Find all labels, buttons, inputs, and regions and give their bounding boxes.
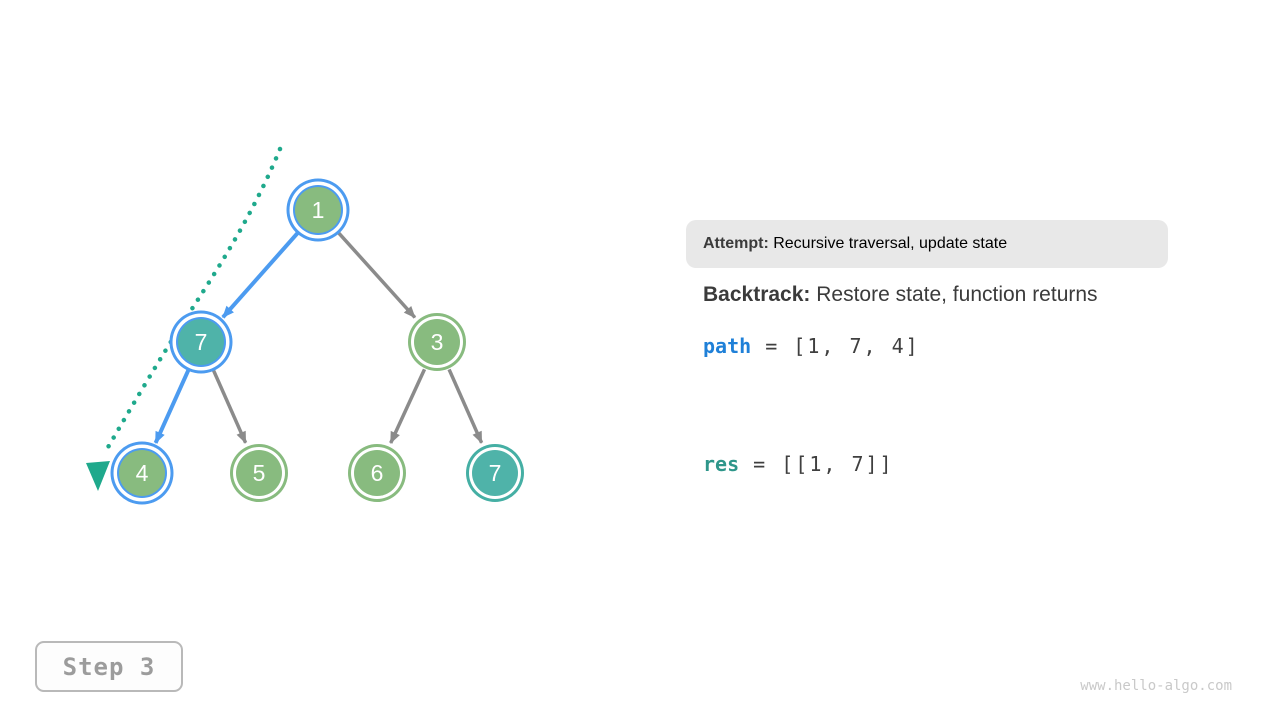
res-variable-value: = [[1, 7]] (739, 452, 894, 476)
backtrack-trace-arrowhead-icon (86, 461, 110, 491)
path-variable-name: path (703, 334, 752, 358)
tree-node-n7L: 7 (178, 319, 224, 365)
step-badge-label: Step 3 (62, 652, 156, 681)
tree-edge-n1-n7L (221, 231, 300, 319)
tree-edge-n3-n7R (447, 368, 484, 444)
path-variable-value: = [1, 7, 4] (751, 334, 920, 358)
watermark: www.hello-algo.com (1080, 678, 1232, 694)
tree-node-n5: 5 (236, 450, 282, 496)
tree-node-n4: 4 (119, 450, 165, 496)
backtrack-trace-dotted-curve (104, 146, 283, 452)
tree-node-n1: 1 (295, 187, 341, 233)
path-variable-line: path = [1, 7, 4] (703, 334, 920, 358)
res-variable-line: res = [[1, 7]] (703, 452, 894, 476)
tree-node-n7R: 7 (472, 450, 518, 496)
tree-edge-n3-n6 (389, 368, 427, 444)
backtrack-line: Backtrack: Restore state, function retur… (703, 283, 1098, 307)
attempt-line: Attempt: Recursive traversal, update sta… (703, 235, 1007, 253)
tree-edge-n7L-n5 (211, 368, 248, 444)
tree-edge-n1-n3 (336, 231, 417, 319)
attempt-label: Attempt: (703, 235, 769, 252)
res-variable-name: res (703, 452, 740, 476)
backtrack-label: Backtrack: (703, 283, 811, 306)
tree-edges (153, 231, 484, 444)
attempt-text: Recursive traversal, update state (768, 235, 1008, 252)
tree-edge-n7L-n4 (153, 368, 191, 444)
backtrack-text: Restore state, function returns (810, 283, 1098, 306)
step-badge: Step 3 (35, 641, 183, 692)
attempt-highlight-box: Attempt: Recursive traversal, update sta… (686, 220, 1168, 268)
tree-node-n6: 6 (354, 450, 400, 496)
tree-node-n3: 3 (414, 319, 460, 365)
